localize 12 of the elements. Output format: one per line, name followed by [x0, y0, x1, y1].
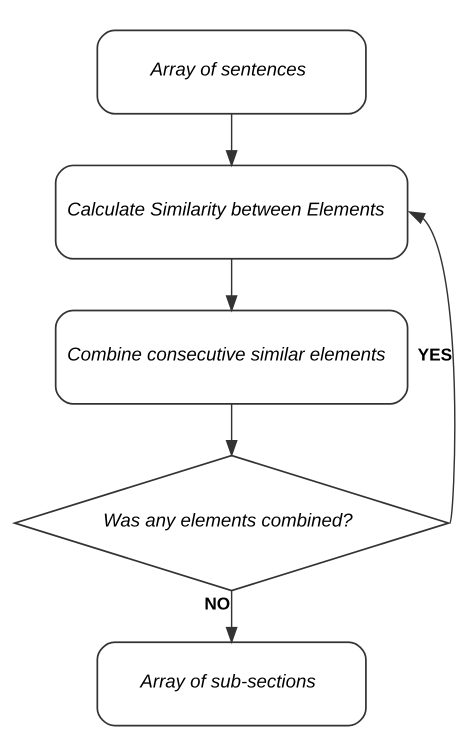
- arrow: [407, 211, 456, 524]
- arrow: [225, 114, 238, 168]
- arrow: [225, 590, 238, 644]
- node-box: Combine consecutive similar elements: [54, 310, 408, 405]
- node-box: Calculate Similarity between Elements: [54, 164, 408, 260]
- arrow: [225, 404, 238, 458]
- node-box: Array of sentences: [96, 30, 366, 115]
- node-box: Array of sub-sections: [96, 641, 366, 726]
- edge-label: NO: [204, 594, 230, 614]
- node-diamond: Was any elements combined?: [11, 454, 451, 592]
- arrow: [225, 258, 238, 312]
- edge-label: YES: [417, 344, 452, 364]
